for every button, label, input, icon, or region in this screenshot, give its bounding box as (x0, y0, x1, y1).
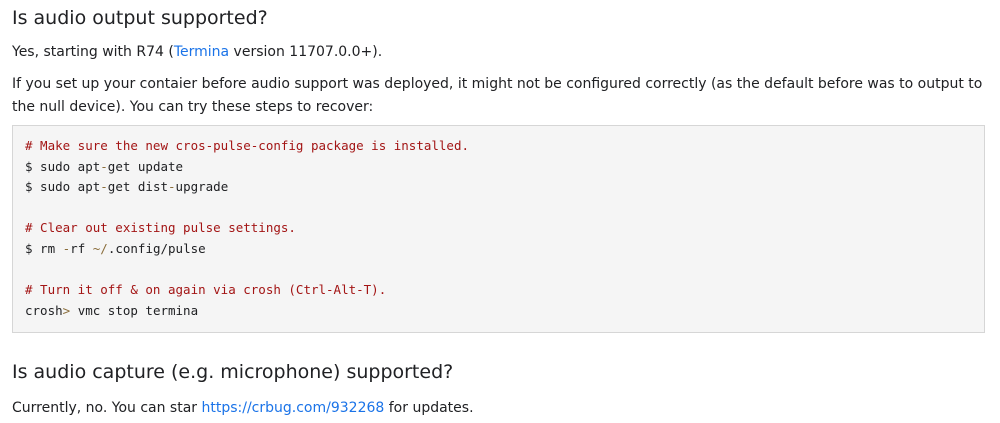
code-operator: - (168, 179, 176, 195)
crbug-link[interactable]: https://crbug.com/932268 (201, 400, 385, 416)
code-line: $ sudo apt-get update (25, 157, 984, 178)
code-token: $ rm (25, 240, 63, 256)
termina-link[interactable]: Termina (173, 44, 230, 60)
code-line: $ sudo apt-get dist-upgrade (25, 177, 984, 198)
code-token: upgrade (175, 179, 229, 195)
code-token: crosh (25, 302, 63, 318)
code-operator: - (100, 158, 108, 174)
code-operator: - (100, 179, 108, 195)
audio-output-heading: Is audio output supported? (12, 7, 268, 29)
code-blank-line (25, 260, 984, 281)
code-blank-line (25, 198, 984, 219)
audio-output-answer: Yes, starting with R74 (Termina version … (12, 41, 382, 64)
code-comment: # Make sure the new cros-pulse-config pa… (25, 138, 470, 153)
answer-prefix: Yes, starting with R74 ( (12, 44, 174, 60)
code-token: get update (107, 158, 184, 174)
answer-suffix: for updates. (384, 400, 474, 416)
recovery-intro: If you set up your contaier before audio… (12, 76, 983, 115)
code-operator: - (62, 240, 71, 256)
code-operator: > (62, 302, 71, 318)
code-token: get dist (107, 179, 169, 195)
code-comment: # Turn it off & on again via crosh (Ctrl… (25, 282, 387, 298)
code-token: vmc stop termina (70, 302, 199, 318)
audio-capture-heading: Is audio capture (e.g. microphone) suppo… (12, 361, 454, 383)
answer-prefix: Currently, no. You can star (12, 400, 202, 416)
answer-suffix: version 11707.0.0+). (229, 44, 383, 60)
code-comment: # Clear out existing pulse settings. (25, 220, 296, 236)
code-token: $ sudo apt (25, 179, 101, 195)
code-token: .config/pulse (107, 240, 206, 256)
code-operator: ~/ (92, 240, 108, 256)
code-line: crosh> vmc stop termina (25, 301, 984, 322)
audio-capture-answer: Currently, no. You can star https://crbu… (12, 397, 474, 420)
code-token: rf (70, 240, 93, 256)
code-token: $ sudo apt (25, 158, 101, 174)
code-line: $ rm -rf ~/.config/pulse (25, 239, 984, 260)
code-block: # Make sure the new cros-pulse-config pa… (12, 125, 985, 333)
